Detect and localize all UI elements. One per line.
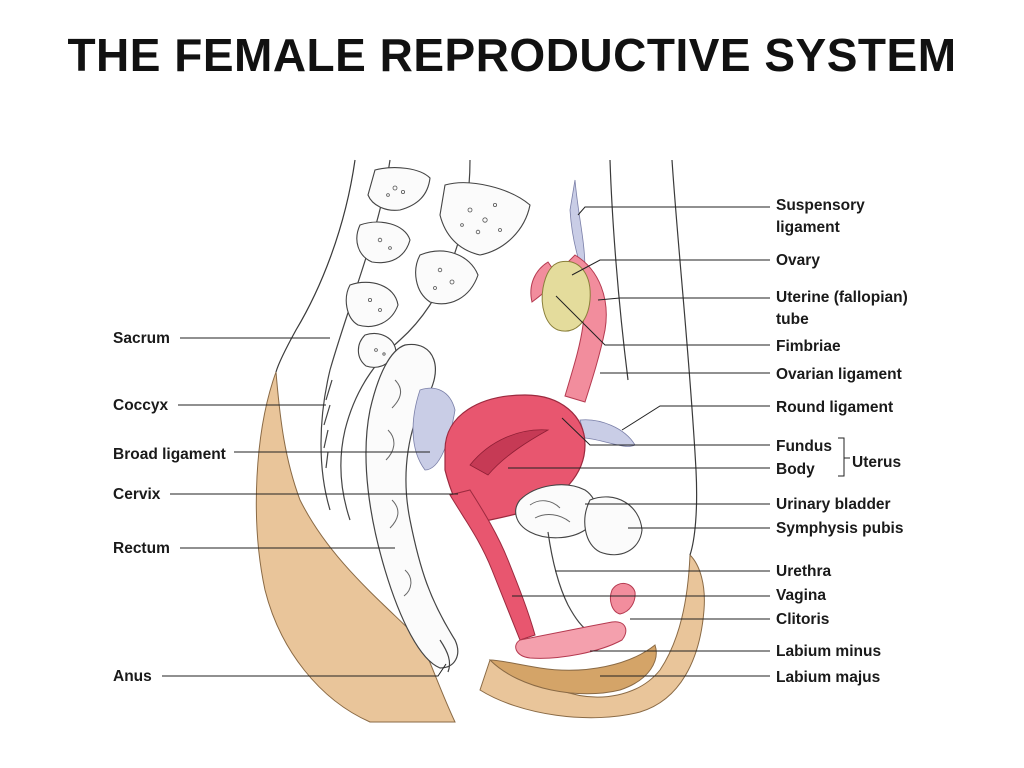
- bladder-folds: [529, 500, 571, 523]
- label-fundus: Fundus: [776, 438, 832, 455]
- label-sacrum: Sacrum: [113, 330, 170, 347]
- label-fimbriae: Fimbriae: [776, 338, 841, 355]
- vagina-shape: [449, 489, 536, 641]
- label-body: Body: [776, 461, 815, 478]
- right-labels: Suspensory ligament Ovary Uterine (fallo…: [776, 197, 908, 686]
- label-vagina: Vagina: [776, 587, 826, 604]
- uterus-bracket: [838, 437, 845, 477]
- front-outline: [671, 159, 698, 556]
- ovary-shape: [541, 260, 591, 332]
- label-cervix: Cervix: [113, 486, 161, 503]
- label-suspensory-line2: ligament: [776, 219, 840, 236]
- leader-round-ligament: [621, 405, 770, 431]
- label-symphysis-pubis: Symphysis pubis: [776, 520, 903, 537]
- label-coccyx: Coccyx: [113, 397, 169, 414]
- symphysis-pubis-shape: [584, 496, 643, 556]
- bone-texture: [367, 185, 502, 356]
- label-urethra: Urethra: [776, 563, 832, 580]
- urethra-shape: [547, 531, 593, 635]
- leader-fimbriae: [555, 295, 770, 346]
- label-urinary-bladder: Urinary bladder: [776, 496, 891, 513]
- skin-back: [255, 371, 456, 723]
- leader-fundus: [561, 417, 770, 446]
- label-ovarian-ligament: Ovarian ligament: [776, 366, 902, 383]
- vertebra-5: [345, 281, 399, 327]
- sacrum-outline: [320, 159, 391, 511]
- label-labium-majus: Labium majus: [776, 669, 880, 686]
- leader-suspensory: [577, 206, 770, 216]
- rectum-folds: [385, 379, 412, 597]
- broad-ligament-shape: [412, 387, 456, 471]
- labium-minus-shape: [515, 621, 627, 659]
- left-labels: Sacrum Coccyx Broad ligament Cervix Rect…: [113, 330, 226, 685]
- clitoris-shape: [609, 583, 636, 615]
- vertebra-3: [356, 221, 411, 264]
- back-outline: [275, 159, 356, 373]
- coccyx-segments: [323, 379, 333, 469]
- label-round-ligament: Round ligament: [776, 399, 893, 416]
- leader-lines: [162, 206, 850, 677]
- leader-anus: [162, 663, 447, 677]
- label-rectum: Rectum: [113, 540, 170, 557]
- label-suspensory-line1: Suspensory: [776, 197, 865, 214]
- label-clitoris: Clitoris: [776, 611, 829, 628]
- anus-shape: [439, 639, 451, 673]
- label-ovary: Ovary: [776, 252, 820, 269]
- leader-uterine-tube: [597, 297, 770, 301]
- anatomy-illustration: [255, 159, 705, 723]
- label-uterine-tube-line1: Uterine (fallopian): [776, 289, 908, 306]
- uterine-cavity: [469, 429, 550, 476]
- label-broad-ligament: Broad ligament: [113, 446, 226, 463]
- leader-ovary: [571, 259, 770, 276]
- label-anus: Anus: [113, 668, 152, 685]
- vertebra-1: [367, 167, 431, 211]
- slide-title: THE FEMALE REPRODUCTIVE SYSTEM: [67, 29, 957, 81]
- front-outline-inner: [609, 159, 629, 381]
- vertebra-4: [415, 250, 479, 305]
- label-uterine-tube-line2: tube: [776, 311, 809, 328]
- round-ligament-shape: [579, 419, 636, 447]
- label-labium-minus: Labium minus: [776, 643, 881, 660]
- label-uterus: Uterus: [852, 454, 901, 471]
- labium-majus-shape: [488, 644, 657, 695]
- skin-front: [479, 553, 705, 719]
- vertebra-2: [439, 182, 531, 256]
